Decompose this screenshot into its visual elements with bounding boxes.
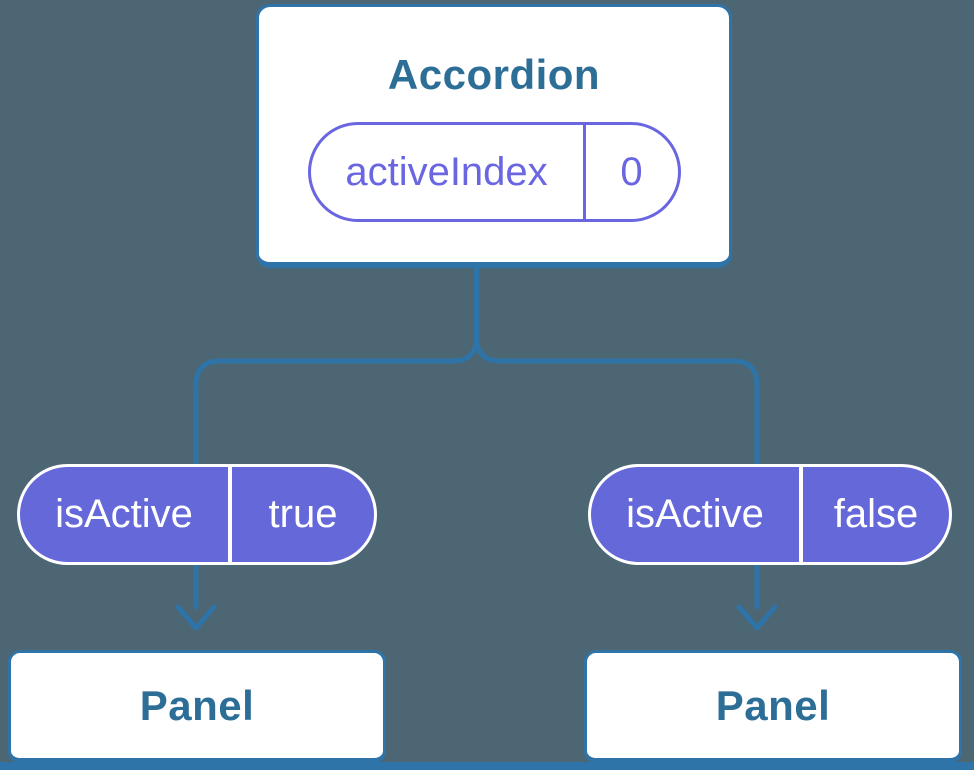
prop-pill-isactive-left: isActive true	[17, 464, 377, 565]
prop-name-label: isActive	[55, 492, 193, 536]
accordion-node-title: Accordion	[387, 51, 601, 98]
arrow-down-icon	[175, 604, 217, 631]
prop-pill-isactive-right: isActive false	[588, 464, 952, 565]
arrow-down-icon	[736, 604, 778, 631]
state-value-label: 0	[620, 149, 643, 194]
accordion-node: Accordion activeIndex 0	[256, 4, 732, 268]
prop-value-label: true	[268, 492, 338, 536]
connector-right-branch	[474, 264, 760, 610]
bottom-edge-bar	[0, 762, 974, 770]
prop-name-label: isActive	[626, 492, 764, 536]
pill-divider	[799, 467, 803, 562]
state-pill-activeindex: activeIndex 0	[307, 122, 681, 222]
panel-node-title: Panel	[139, 681, 255, 729]
panel-node-left: Panel	[8, 650, 386, 763]
prop-value-label: false	[833, 492, 919, 536]
pill-divider	[582, 125, 586, 219]
pill-divider	[228, 467, 232, 562]
panel-node-title: Panel	[715, 681, 831, 729]
panel-node-right: Panel	[584, 650, 962, 763]
state-name-label: activeIndex	[345, 149, 548, 194]
